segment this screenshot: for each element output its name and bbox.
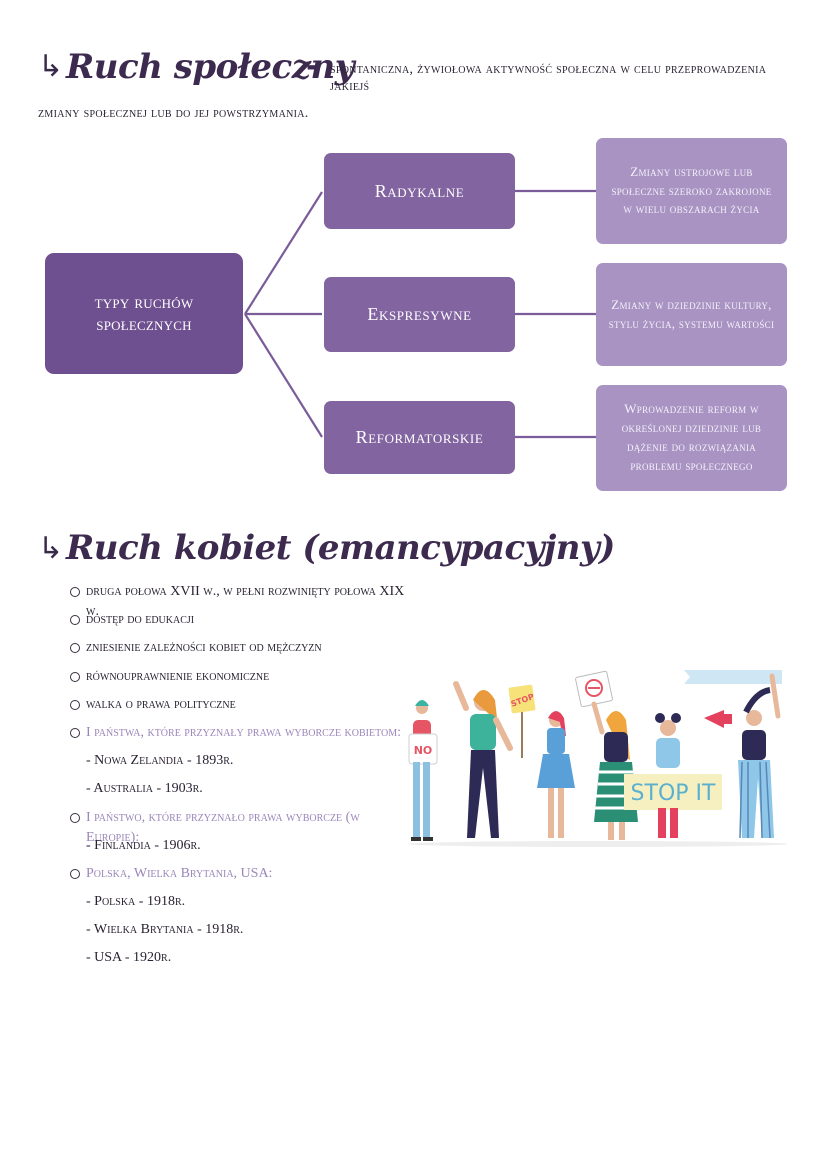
type-box-reformatorskie: Reformatorskie bbox=[324, 401, 515, 474]
list-item: druga połowa XVII w., w pełni rozwinięty… bbox=[70, 582, 410, 619]
type-box-radykalne: Radykalne bbox=[324, 153, 515, 229]
list-subitem: - USA - 1920r. bbox=[86, 950, 172, 966]
list-item: równouprawnienie ekonomiczne bbox=[70, 667, 410, 695]
protest-women-illustration: NO STOP bbox=[408, 670, 788, 847]
desc-box-radykalne: Zmiany ustrojowe lub społeczne szeroko z… bbox=[596, 138, 787, 244]
desc-box-reformatorskie: Wprowadzenie reform w określonej dziedzi… bbox=[596, 385, 787, 491]
desc-box-ekspresywne: Zmiany w dziedzinie kultury, stylu życia… bbox=[596, 263, 787, 366]
protester-stop-sign: STOP bbox=[508, 684, 575, 838]
section-title-womens-movement: Ruch kobiet (emancypacyjny) bbox=[66, 528, 615, 568]
connector-main-radykalne bbox=[244, 191, 323, 315]
list-subitem: - Nowa Zelandia - 1893r. bbox=[86, 753, 234, 769]
definition-line-1: spontaniczna, żywiołowa aktywność społec… bbox=[330, 62, 767, 94]
section-title-social-movement: Ruch społeczny bbox=[66, 47, 355, 87]
list-item-accent: Polska, Wielka Brytania, USA: bbox=[70, 864, 410, 892]
connector-main-reformatorskie bbox=[244, 313, 323, 438]
protester-circle-sign bbox=[575, 670, 638, 840]
return-arrow-icon: ↳ bbox=[38, 531, 64, 566]
stop-it-text: STOP IT bbox=[631, 781, 716, 806]
no-sign-text: NO bbox=[414, 744, 433, 757]
types-main-box: typy ruchów społecznych bbox=[45, 253, 243, 374]
list-subitem: - Polska - 1918r. bbox=[86, 894, 186, 910]
diagram-connectors bbox=[244, 189, 596, 439]
list-subitem: - Australia - 1903r. bbox=[86, 781, 203, 797]
list-item-accent: I państwo, które przyznało prawa wyborcz… bbox=[70, 808, 410, 845]
list-item: walka o prawa polityczne bbox=[70, 695, 410, 723]
type-box-ekspresywne: Ekspresywne bbox=[324, 277, 515, 352]
protester-megaphone bbox=[704, 673, 781, 839]
megaphone-icon bbox=[704, 710, 724, 728]
list-item-accent: I państwa, które przyznały prawa wyborcz… bbox=[70, 723, 410, 751]
title-dash: - bbox=[306, 49, 319, 84]
list-subitem: - Finlandia - 1906r. bbox=[86, 837, 201, 853]
stop-it-banner: STOP IT bbox=[624, 774, 722, 810]
banner-flag bbox=[684, 670, 782, 684]
protester-no-sign: NO bbox=[408, 700, 438, 841]
list-subitem: - Wielka Brytania - 1918r. bbox=[86, 922, 244, 938]
return-arrow-icon: ↳ bbox=[38, 49, 64, 84]
list-item: zniesienie zależności kobiet od mężczyzn bbox=[70, 638, 410, 666]
protester-pink-pants bbox=[655, 713, 681, 838]
list-item: dostęp do edukacji bbox=[70, 610, 410, 638]
definition-line-2: zmiany społecznej lub do jej powstrzyman… bbox=[38, 106, 309, 121]
protester-raised-fist bbox=[453, 681, 513, 838]
womens-movement-list: druga połowa XVII w., w pełni rozwinięty… bbox=[70, 582, 410, 977]
